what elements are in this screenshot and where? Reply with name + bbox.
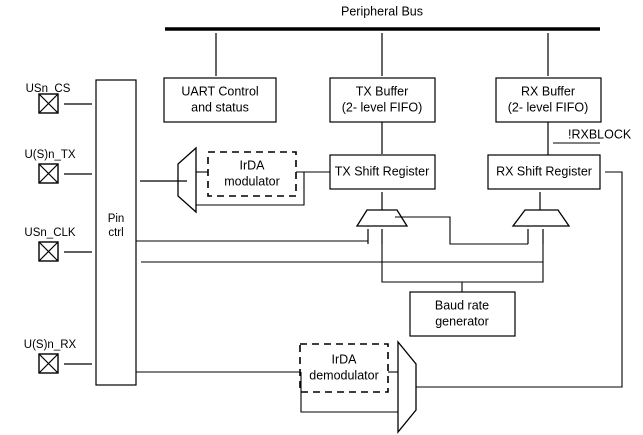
pin-u-s-n-tx[interactable]: U(S)n_TX [24,149,92,184]
irda-modulator-label-line2: modulator [224,174,280,188]
block-irda-modulator[interactable]: IrDA modulator [207,151,297,197]
mux-tx-irda-select[interactable] [177,146,197,214]
pin-label-us-n-cs: USn_CS [26,83,71,95]
block-tx-shift-register[interactable]: TX Shift Register [329,154,436,190]
block-irda-demodulator[interactable]: IrDA demodulator [299,343,389,393]
irda-modulator-label-line1: IrDA [240,158,266,172]
pin-us-n-cs[interactable]: USn_CS [26,83,92,114]
block-uart-control-and-status[interactable]: UART Control and status [163,77,277,123]
wire-muxtop-crosslink [395,216,528,245]
irda-demodulator-label-line1: IrDA [332,352,358,366]
pin-label-us-n-clk: USn_CLK [24,227,75,239]
block-baud-rate-generator[interactable]: Baud rate generator [409,291,516,337]
pin-label-u-s-n-rx: U(S)n_RX [24,339,77,351]
wires-pinctrl-clock [136,240,543,263]
tx-buffer-label-line1: TX Buffer [356,84,409,98]
baud-rate-generator-label-line1: Baud rate [435,298,489,312]
wires-baud-distribution [381,244,544,292]
block-pin-ctrl[interactable]: Pin ctrl [95,79,137,386]
block-tx-buffer[interactable]: TX Buffer (2- level FIFO) [329,77,436,123]
peripheral-bus-group: Peripheral Bus [165,4,600,31]
wires-tx-irda [140,171,330,206]
wires-rx-irda [136,171,623,413]
uart-control-label-line2: and status [191,100,249,114]
block-rx-shift-register[interactable]: RX Shift Register [487,154,601,190]
mux-rx-clock-select[interactable] [511,192,571,244]
pin-us-n-clk[interactable]: USn_CLK [24,227,92,262]
tx-buffer-label-line2: (2- level FIFO) [342,100,423,114]
mux-rx-irda-select[interactable] [397,340,417,434]
rx-shift-register-label: RX Shift Register [496,164,592,178]
mux-tx-clock-select[interactable] [355,192,409,244]
signal-rxblock: !RXBLOCK [553,127,632,144]
rx-buffer-label-line1: RX Buffer [521,84,575,98]
tx-shift-register-label: TX Shift Register [335,164,429,178]
pin-u-s-n-rx[interactable]: U(S)n_RX [24,339,92,374]
rxblock-label: !RXBLOCK [568,127,632,141]
block-rx-buffer[interactable]: RX Buffer (2- level FIFO) [495,77,602,123]
peripheral-bus-label: Peripheral Bus [341,4,423,18]
pin-ctrl-label-line1: Pin [108,213,125,225]
irda-demodulator-label-line2: demodulator [309,368,379,382]
pin-ctrl-label-line2: ctrl [108,227,123,239]
rx-buffer-label-line2: (2- level FIFO) [508,100,589,114]
pin-label-u-s-n-tx: U(S)n_TX [24,149,75,161]
uart-control-label-line1: UART Control [181,84,258,98]
baud-rate-generator-label-line2: generator [435,314,489,328]
